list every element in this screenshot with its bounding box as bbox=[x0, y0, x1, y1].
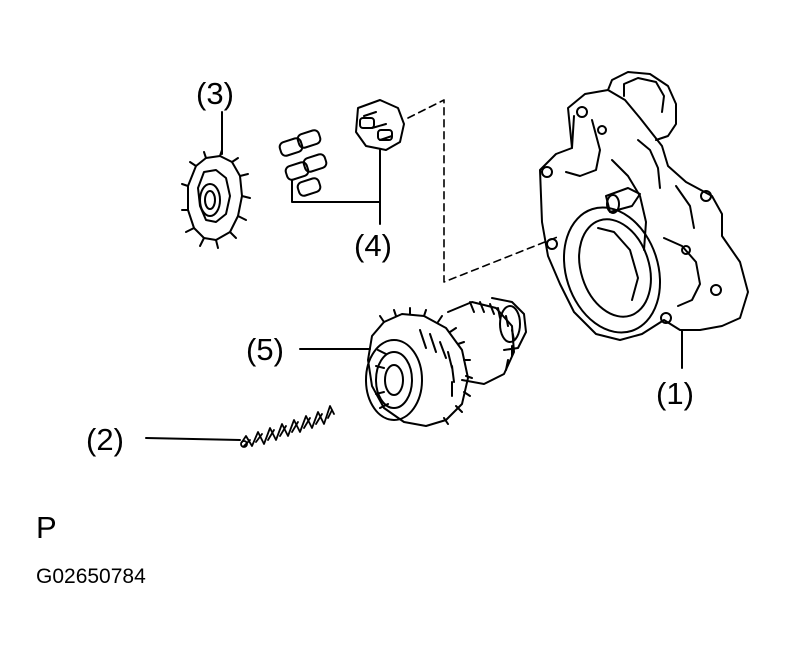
callout-2: (2) bbox=[86, 422, 124, 457]
idler-gear bbox=[181, 111, 251, 249]
callout-5: (5) bbox=[246, 332, 284, 367]
figure-code: G02650784 bbox=[36, 565, 146, 588]
assembly-guide-line bbox=[407, 99, 561, 283]
view-letter: P bbox=[36, 510, 57, 545]
callout-1: (1) bbox=[656, 376, 694, 411]
rollers bbox=[278, 99, 405, 225]
starter-housing bbox=[539, 71, 749, 369]
callout-4: (4) bbox=[354, 228, 392, 263]
starter-clutch bbox=[299, 297, 527, 427]
callout-3: (3) bbox=[196, 76, 234, 111]
spring bbox=[145, 405, 335, 448]
